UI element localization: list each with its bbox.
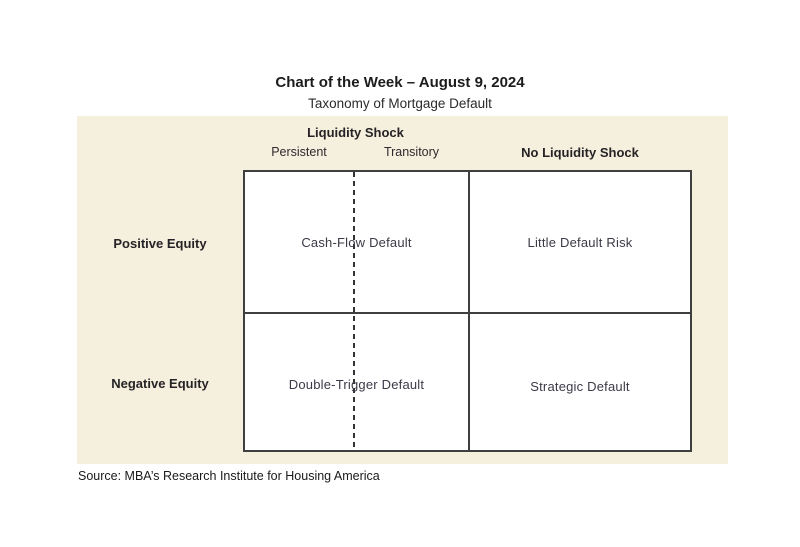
cell-strategic-default: Strategic Default (530, 378, 630, 394)
figure-title: Chart of the Week – August 9, 2024 (275, 74, 525, 91)
source-note: Source: MBA’s Research Institute for Hou… (78, 469, 380, 483)
column-group-liquidity-shock: Liquidity Shock (307, 125, 404, 140)
cell-little-default-risk: Little Default Risk (527, 234, 633, 250)
column-group-no-liquidity-shock: No Liquidity Shock (521, 145, 639, 160)
chart-panel: Liquidity Shock Persistent Transitory No… (77, 116, 728, 464)
matrix-grid: Cash-Flow Default Little Default Risk Do… (243, 170, 692, 452)
column-header-transitory: Transitory (383, 145, 440, 159)
row-divider-line (245, 312, 690, 314)
column-header-persistent: Persistent (271, 145, 327, 159)
row-label-positive-equity: Positive Equity (113, 236, 207, 251)
column-divider-line (468, 172, 470, 450)
persistent-transitory-dashed-line (353, 172, 355, 450)
figure-subtitle: Taxonomy of Mortgage Default (308, 96, 492, 111)
cell-cash-flow-default: Cash-Flow Default (301, 234, 412, 250)
cell-double-trigger-default: Double-Trigger Default (288, 376, 425, 392)
row-label-negative-equity: Negative Equity (111, 376, 209, 391)
